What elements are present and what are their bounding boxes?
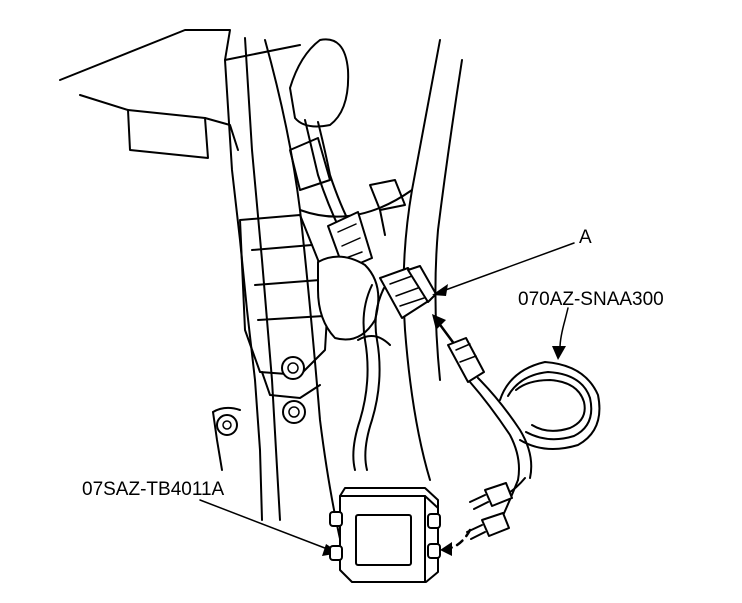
connection-arrows [432,314,472,556]
callout-tester-part-label: 07SAZ-TB4011A [82,479,225,500]
callout-harness-part-label: 070AZ-SNAA300 [518,289,664,310]
test-harness [447,337,601,540]
tester-box [329,487,441,583]
upper-cable [289,38,373,271]
callout-a-label: A [579,227,592,248]
callout-leaders [199,242,575,556]
vehicle-harness [352,284,391,471]
connector-a [379,265,437,319]
vehicle-body-panel [59,29,463,561]
mounting-bolts [216,356,306,436]
